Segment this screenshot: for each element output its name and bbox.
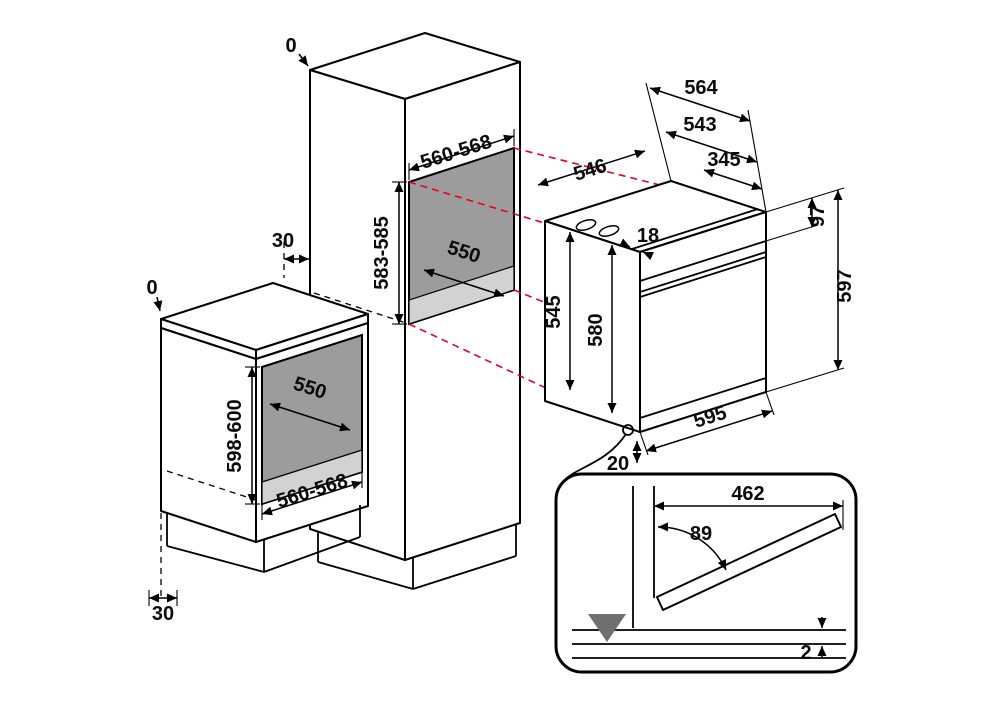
projection-line [408,323,641,433]
ext-line [639,431,649,456]
dim-base-gap-top: 0 [146,277,157,299]
oven-door-handle-lower [639,256,767,298]
dim-oven-depth-total-line [649,86,751,123]
dim-tall-gap-back: 30 [272,230,294,252]
dim-base-gap-top-leader [153,296,163,312]
detail-reference-circle [622,424,634,436]
oven-fascia-top-edge [631,208,759,250]
dim-panel-step-arrow [619,238,631,248]
dim-tall-gap-top-leader [298,53,309,67]
dim-tall-gap-top: 0 [285,35,296,57]
ext-line [765,367,845,393]
dim-tall-niche-width-line [408,134,515,172]
dim-door-gap: 2 [800,642,811,664]
dim-base-niche-height: 598-600 [224,399,246,472]
dim-oven-panel-step: 18 [637,225,659,247]
dim-oven-depth-body-line [665,130,758,164]
dim-oven-depth-upper: 345 [707,149,740,171]
dim-tall-niche-depth-line [423,268,505,298]
dim-door-angle: 89 [690,523,712,545]
base-niche-hidden-floor-edge [166,470,263,503]
dim-oven-width-line [645,409,773,453]
inset-border [554,472,858,674]
dim-door-projection: 462 [731,483,764,505]
dim-oven-top-width: 546 [571,155,609,186]
oven-fascia-bottom-edge [639,240,767,282]
dim-oven-depth-upper-line [703,168,763,191]
dim-tall-niche-height: 583-585 [371,216,393,289]
dim-panel-step-arrow [642,251,654,261]
ext-line [765,187,845,213]
dim-base-plinth-recess: 30 [152,603,174,625]
tall-niche-hidden-floor-edge [313,292,410,325]
oven-knob[interactable] [575,218,597,232]
ext-line [765,391,775,416]
tall-cabinet-plinth [317,524,517,590]
ext-line [747,109,767,213]
base-cabinet: 550 598-600 560-568 30 0 [146,277,369,625]
projection-line [408,181,641,253]
dim-base-niche-depth-line [269,402,351,432]
dim-oven-height-total: 597 [834,269,856,302]
door-detail-inset: 89 462 2 [554,472,858,674]
dim-base-niche-width-line [261,480,363,516]
dim-oven-height-side: 545 [543,295,565,328]
ext-line [765,224,819,242]
dim-oven-depth-body: 543 [683,114,716,136]
oven: 564 543 345 546 18 545 580 97 597 595 20 [537,77,856,475]
dim-oven-depth-total: 564 [684,77,718,99]
oven-knob[interactable] [598,224,620,238]
dim-oven-height-body: 580 [585,313,607,346]
dim-oven-clearance-bottom: 20 [607,453,629,475]
detail-hinge-bracket [588,614,626,642]
detail-angle-arc [657,522,727,571]
dim-oven-panel-height: 97 [807,205,829,227]
detail-open-door[interactable] [656,513,842,611]
dim-oven-top-width-line [537,149,646,187]
oven-door-handle[interactable] [639,251,767,293]
